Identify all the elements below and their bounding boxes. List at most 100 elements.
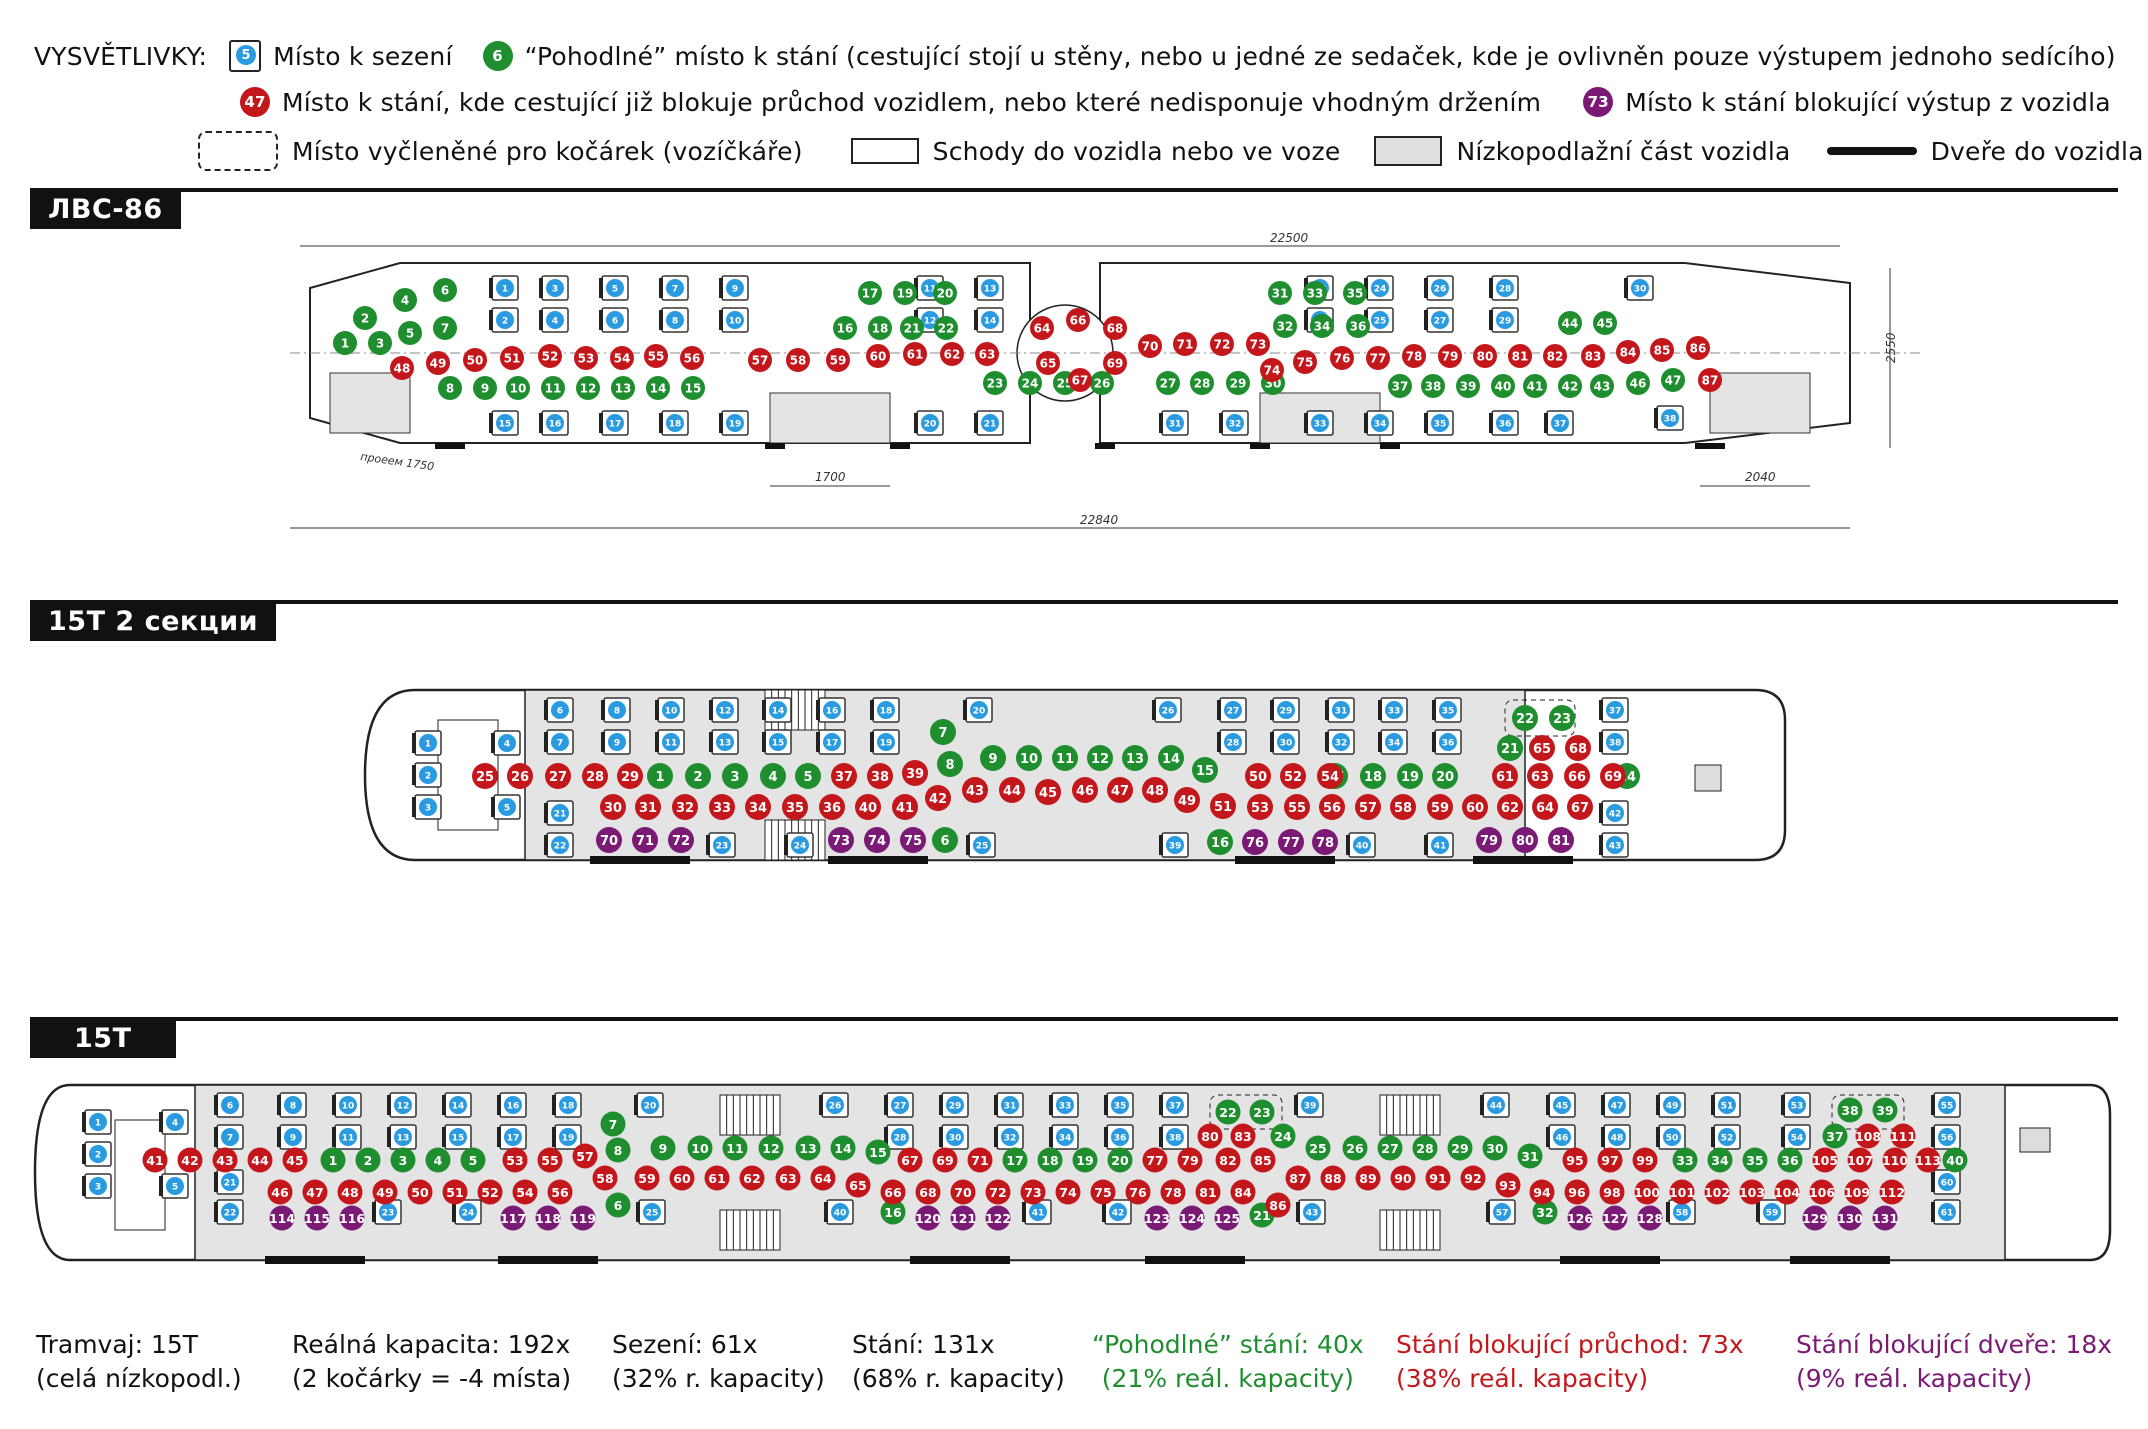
standing-marker: 72: [1210, 332, 1234, 356]
standing-marker: 84: [1616, 340, 1640, 364]
svg-text:29: 29: [1451, 1141, 1468, 1156]
seat-marker: 4: [491, 730, 521, 756]
svg-text:77: 77: [1370, 352, 1387, 366]
svg-text:31: 31: [1272, 287, 1289, 301]
seat-marker: 38: [1599, 729, 1629, 755]
svg-text:10: 10: [510, 382, 527, 396]
svg-text:84: 84: [1620, 346, 1637, 360]
seat-marker: 10: [332, 1092, 362, 1118]
svg-text:60: 60: [1466, 801, 1484, 816]
seat-marker: 35: [1432, 697, 1462, 723]
svg-text:55: 55: [1288, 801, 1306, 816]
legend-row-2: 47 Místo k stání, kde cestující již blok…: [240, 87, 2111, 117]
svg-text:38: 38: [1609, 738, 1622, 748]
standing-marker: 61: [704, 1165, 730, 1191]
standing-marker: 51: [1210, 793, 1236, 819]
standing-marker: 4: [425, 1147, 451, 1173]
seat-marker: 10: [719, 307, 749, 333]
standing-marker: 3: [368, 331, 392, 355]
svg-text:53: 53: [1251, 801, 1269, 816]
standing-marker: 122: [985, 1205, 1011, 1231]
standing-marker: 71: [967, 1147, 993, 1173]
svg-text:72: 72: [989, 1185, 1006, 1200]
standing-marker: 70: [950, 1179, 976, 1205]
standing-marker: 2: [353, 306, 377, 330]
seat-marker: 45: [1546, 1092, 1576, 1118]
svg-text:78: 78: [1164, 1185, 1181, 1200]
standing-marker: 34: [1310, 314, 1334, 338]
seat-marker: 51: [1711, 1092, 1741, 1118]
seat-marker: 33: [1304, 410, 1334, 436]
standing-marker: 20: [1432, 763, 1458, 789]
svg-text:116: 116: [339, 1211, 365, 1226]
footer-door-label: Stání blokující dveře: 18x: [1796, 1330, 2113, 1359]
svg-text:24: 24: [794, 841, 807, 851]
svg-text:68: 68: [1569, 742, 1587, 757]
svg-text:75: 75: [1297, 356, 1314, 370]
standing-marker: 47: [1661, 368, 1685, 392]
standing-marker: 41: [1523, 374, 1547, 398]
footer-tram-label: Tramvaj: 15T: [36, 1330, 199, 1359]
seat-marker: 21: [214, 1169, 244, 1195]
svg-text:86: 86: [1690, 342, 1707, 356]
standing-marker: 77: [1278, 829, 1304, 855]
standing-marker: 76: [1242, 829, 1268, 855]
standing-marker: 80: [1473, 344, 1497, 368]
svg-text:26: 26: [1434, 284, 1447, 294]
seat-marker: 2: [489, 307, 519, 333]
standing-marker: 63: [775, 1165, 801, 1191]
footer-standing-sub: (68% r. kapacity): [852, 1364, 1065, 1393]
standing-marker: 34: [745, 794, 771, 820]
standing-marker: 52: [538, 344, 562, 368]
standing-marker: 78: [1160, 1179, 1186, 1205]
svg-text:59: 59: [1766, 1208, 1779, 1218]
svg-text:12: 12: [924, 316, 937, 326]
standing-marker: 28: [582, 763, 608, 789]
svg-text:45: 45: [286, 1153, 303, 1168]
svg-text:67: 67: [1072, 374, 1089, 388]
svg-text:15: 15: [1196, 764, 1214, 779]
standing-marker: 82: [1215, 1147, 1241, 1173]
legend-lowfloor: Nízkopodlažní část vozidla: [1374, 136, 1790, 166]
svg-text:20: 20: [973, 706, 986, 716]
svg-text:79: 79: [1181, 1153, 1198, 1168]
standing-marker: 79: [1476, 827, 1502, 853]
svg-text:14: 14: [650, 382, 667, 396]
standing-marker: 7: [930, 719, 956, 745]
svg-text:71: 71: [1177, 338, 1194, 352]
svg-text:16: 16: [549, 419, 562, 429]
standing-marker: 55: [1284, 794, 1310, 820]
svg-text:7: 7: [672, 284, 678, 294]
svg-text:67: 67: [901, 1153, 918, 1168]
lowfloor-icon: [1374, 136, 1443, 166]
svg-text:71: 71: [636, 834, 654, 849]
svg-text:55: 55: [648, 350, 665, 364]
svg-text:34: 34: [1059, 1133, 1072, 1143]
svg-text:19: 19: [880, 738, 893, 748]
svg-text:114: 114: [269, 1211, 295, 1226]
footer-standing: Stání: 131x (68% r. kapacity): [852, 1328, 1065, 1396]
svg-text:44: 44: [1490, 1101, 1503, 1111]
door-icon: [1826, 147, 1917, 155]
seat-marker: 40: [1346, 832, 1376, 858]
standing-marker: 5: [398, 321, 422, 345]
svg-text:16: 16: [837, 322, 854, 336]
svg-text:24: 24: [1374, 284, 1387, 294]
svg-text:71: 71: [971, 1153, 988, 1168]
standing-marker: 125: [1214, 1205, 1240, 1231]
svg-text:51: 51: [504, 352, 521, 366]
standing-marker: 17: [1002, 1147, 1028, 1173]
svg-text:42: 42: [1112, 1208, 1125, 1218]
svg-text:6: 6: [940, 834, 949, 849]
seat-marker: 35: [1424, 410, 1454, 436]
svg-text:44: 44: [1003, 784, 1021, 799]
seat-marker: 14: [974, 307, 1004, 333]
svg-text:30: 30: [1280, 738, 1293, 748]
legend-stroller-label: Místo vyčleněné pro kočárek (vozíčkáře): [292, 136, 803, 166]
seat-marker: 34: [1378, 729, 1408, 755]
svg-text:8: 8: [672, 316, 678, 326]
seat-marker: 41: [1424, 832, 1454, 858]
standing-marker: 62: [940, 342, 964, 366]
svg-text:9: 9: [290, 1133, 296, 1143]
seat-marker: 50: [1656, 1124, 1686, 1150]
